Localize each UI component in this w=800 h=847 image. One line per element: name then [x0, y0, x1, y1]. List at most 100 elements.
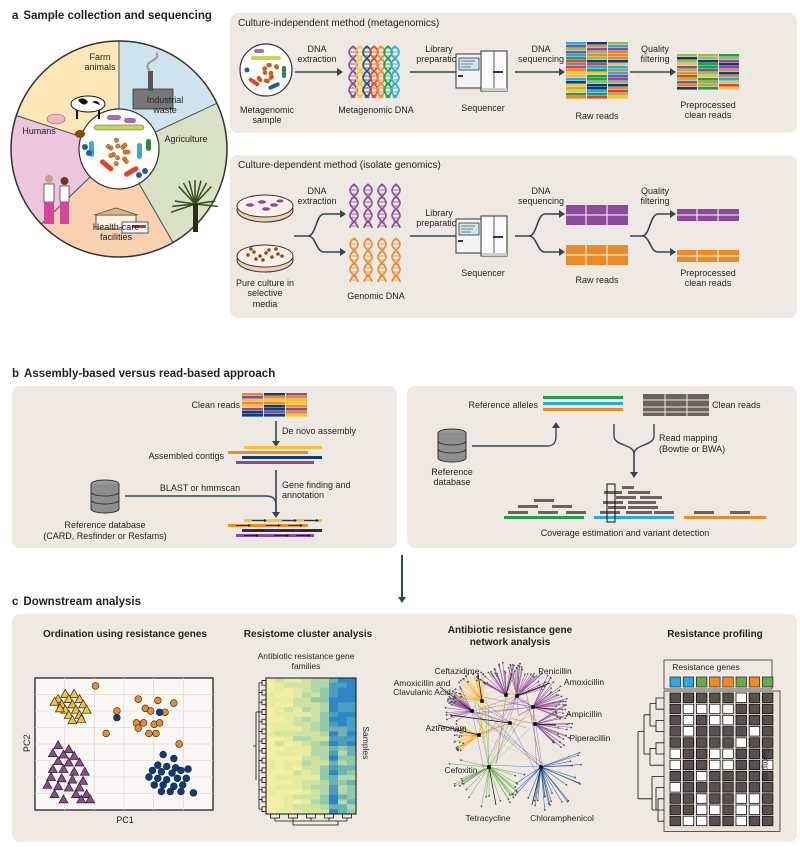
heatmap-cell: [275, 707, 285, 713]
heatmap-cell: [302, 809, 312, 815]
read: [566, 93, 586, 96]
heatmap-cell: [338, 760, 348, 766]
clean-reads-label-2: Preprocessed clean reads: [680, 268, 736, 289]
heatmap-cell: [329, 702, 339, 708]
heatmap-cell: [284, 789, 294, 795]
heatmap-cell: [275, 770, 285, 776]
gene-node: [513, 670, 516, 673]
heatmap-cell: [293, 697, 303, 703]
heatmap-cell: [302, 750, 312, 757]
gene-absent-cell: [696, 737, 708, 748]
blue-circles-point: [159, 781, 167, 789]
smoke: [146, 52, 159, 72]
network-edge: [512, 766, 542, 795]
network-edge: [478, 719, 509, 736]
heatmap-cell: [329, 741, 339, 747]
read: [286, 399, 307, 402]
heatmap-cell: [329, 682, 339, 689]
gene-node: [564, 708, 567, 711]
gene-node: [571, 722, 574, 725]
heatmap-cell: [329, 755, 339, 761]
colony: [264, 251, 268, 255]
heatmap-cell: [329, 750, 339, 757]
heatmap-cell: [311, 712, 321, 718]
heatmap-cell: [275, 765, 285, 771]
network-edge: [488, 766, 517, 791]
network-edge: [532, 696, 562, 708]
heatmap-cell: [284, 687, 294, 693]
heatmap-cell: [311, 716, 321, 723]
heatmap-cell: [266, 687, 276, 693]
gene-node: [453, 782, 456, 785]
read: [698, 54, 718, 57]
gene-present-cell: [722, 715, 734, 726]
bacterium-rod: [123, 166, 139, 177]
mapped-read: [603, 501, 623, 504]
heatmap-cell: [311, 770, 321, 776]
gene-arrow-head: [248, 524, 251, 527]
network-edge: [534, 723, 570, 739]
network-edge: [454, 766, 490, 787]
heatmap-cell: [302, 741, 312, 747]
read: [286, 405, 307, 408]
pig-icon: [46, 113, 66, 125]
heatmap-cell: [284, 770, 294, 776]
gene-node: [454, 688, 457, 691]
sample-dendrogram: [637, 697, 664, 822]
heatmap-cell: [293, 775, 303, 781]
gene-absent-cell: [748, 815, 761, 827]
yellow-triangles-point: [49, 696, 60, 706]
gene-absent-cell: [709, 782, 721, 793]
yellow-triangles-point: [70, 704, 82, 714]
network-edge: [478, 728, 502, 736]
gene-present-cell: [696, 703, 708, 715]
blue-circles-point: [159, 750, 167, 759]
heatmap-cell: [347, 726, 357, 732]
wheel-label-industrial: Industrial waste: [146, 95, 184, 116]
heatmap-cell: [284, 775, 294, 781]
heatmap-cell: [320, 712, 330, 718]
purple-triangles-point: [58, 763, 69, 773]
gene-node: [543, 809, 546, 811]
gene-node: [568, 713, 571, 716]
purple-triangles-point: [70, 788, 82, 799]
heatmap-cell: [275, 809, 285, 815]
heatmap-cell: [293, 687, 303, 693]
gene-node: [560, 695, 563, 698]
heatmap-cell: [284, 712, 294, 718]
network-edge: [490, 671, 507, 696]
heatmap-cell: [329, 712, 339, 718]
heatmap-cell: [266, 784, 276, 791]
heatmap-cell: [329, 770, 339, 776]
network-edge: [532, 681, 546, 708]
heatmap-cell: [311, 799, 321, 805]
gene-absent-cell: [669, 692, 681, 703]
heatmap-cell: [311, 682, 321, 689]
gene-color-key: [669, 676, 681, 688]
read: [608, 75, 628, 78]
gene-node: [459, 695, 462, 698]
heatmap-cell: [275, 712, 285, 718]
arrow-label-extraction-2: DNA extraction: [297, 186, 337, 207]
read: [677, 60, 697, 63]
heatmap-cell: [284, 746, 294, 752]
network-edge: [459, 693, 483, 702]
heatmap-cell: [329, 789, 339, 795]
gene-present-cell: [735, 793, 747, 804]
mapped-read: [622, 486, 634, 489]
heatmap-cell: [284, 697, 294, 703]
yellow-triangles-point: [63, 709, 74, 719]
network-edge: [477, 702, 490, 768]
gene-node: [555, 712, 558, 715]
gene-node: [566, 800, 569, 803]
gene-absent-cell: [761, 815, 774, 827]
read: [587, 75, 607, 78]
heatmap-cell: [320, 750, 330, 757]
network-edge: [495, 695, 518, 764]
read: [286, 393, 307, 396]
heatmap-cell: [320, 809, 330, 815]
purple-triangles-point: [45, 771, 57, 781]
metagenomic-dna-label: Metagenomic DNA: [338, 105, 414, 115]
